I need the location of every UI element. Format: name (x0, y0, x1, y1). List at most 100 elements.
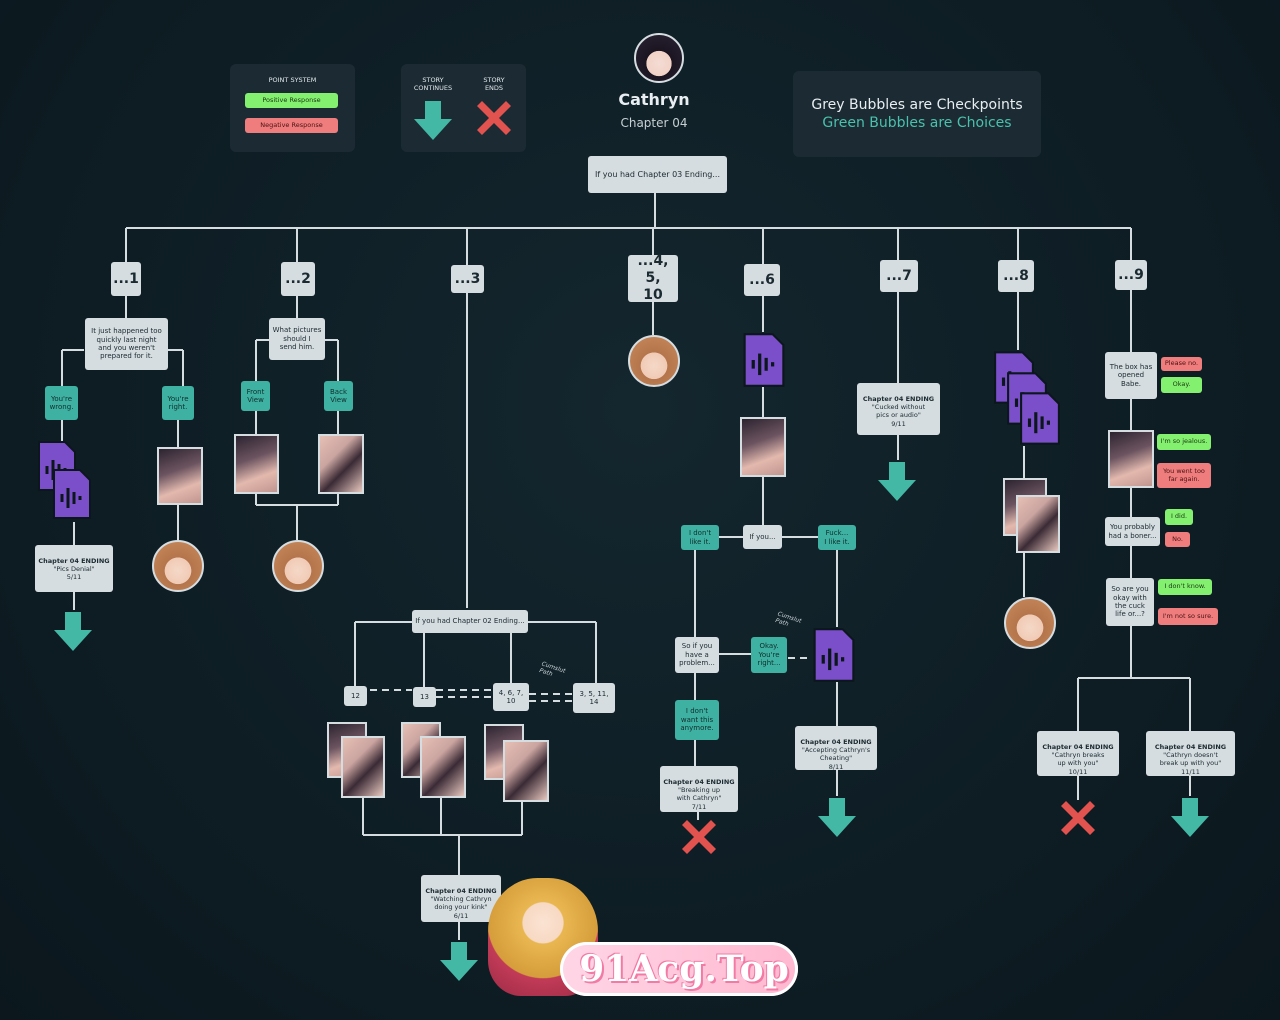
branch-1-label: ...1 (111, 262, 141, 296)
b8-audio-icon-3 (1020, 392, 1060, 445)
branch-3-label: ...3 (451, 265, 484, 293)
story-ends-title: STORY ENDS (483, 76, 505, 92)
grey-bubble-key: Grey Bubbles are Checkpoints (811, 97, 1023, 113)
b7-ending-title: Chapter 04 ENDING (862, 395, 935, 404)
b9-not-so-sure: I'm not so sure. (1158, 608, 1218, 625)
b2-front-photo (234, 434, 279, 494)
b6-if-you: If you... (743, 525, 782, 549)
b3-photo-13-b (420, 736, 466, 798)
b6-audio-icon (743, 333, 785, 387)
b3-option-4-6-7-10: 4, 6, 7, 10 (493, 683, 529, 711)
branch-7-label: ...7 (880, 260, 918, 292)
b2-girl-avatar (272, 540, 324, 592)
b9-ending-b-name: "Cathryn doesn't break up with you" (1159, 751, 1222, 768)
b9-ending-b-num: 11/11 (1181, 767, 1200, 776)
cathryn-avatar (634, 33, 684, 83)
b9-box-opened: The box has opened Babe. (1105, 352, 1157, 399)
b1-photo (157, 447, 203, 505)
b9-ending-a-name: "Cathryn breaks up with you" (1051, 751, 1105, 768)
b9-ending-a-title: Chapter 04 ENDING (1042, 743, 1114, 752)
b8-photo-b (1016, 495, 1060, 553)
b9-continue-arrow-icon (1171, 798, 1209, 837)
b3-sub-checkpoint: If you had Chapter 02 Ending... (412, 610, 528, 633)
b6-end-cross-icon (682, 820, 716, 854)
b3-photo-mix-b (503, 740, 549, 802)
b2-choice-back: Back View (324, 381, 353, 411)
b9-ending-a-num: 10/11 (1068, 767, 1088, 776)
story-continues-title: STORY CONTINUES (413, 76, 453, 92)
b7-continue-arrow-icon (878, 462, 916, 501)
b6-continue-arrow-icon (818, 798, 856, 837)
b3-ending-title: Chapter 04 ENDING (425, 887, 497, 896)
b2-back-photo (318, 434, 364, 494)
b1-ending: Chapter 04 ENDING"Pics Denial"5/11 (35, 545, 113, 592)
b6-ending-a-num: 7/11 (691, 802, 707, 811)
story-ends-cross-icon (477, 101, 511, 135)
branch-8-label: ...8 (998, 260, 1034, 292)
b6-choice-like: Fuck... I like it. (818, 525, 856, 550)
b6-choice-okay: Okay. You're right... (751, 637, 787, 673)
b7-ending: Chapter 04 ENDING"Cucked without pics or… (857, 383, 940, 435)
b6-ending-a-title: Chapter 04 ENDING (663, 778, 735, 787)
character-name: Cathryn (618, 90, 690, 109)
root-checkpoint: If you had Chapter 03 Ending... (588, 156, 727, 193)
b6-audio-icon-2 (813, 628, 855, 682)
bubble-key-panel (793, 71, 1041, 157)
point-system-panel (230, 64, 355, 152)
b1-choice-right: You're right. (162, 386, 194, 420)
story-continues-arrow-icon (414, 101, 452, 140)
b9-photo (1108, 430, 1154, 488)
b1-ending-title: Chapter 04 ENDING (38, 557, 110, 566)
b6-ending-b-num: 8/11 (828, 762, 844, 771)
b9-ending-b: Chapter 04 ENDING"Cathryn doesn't break … (1146, 731, 1235, 776)
b9-okay: Okay. (1161, 377, 1202, 393)
b2-question: What pictures should I send him. (269, 318, 325, 360)
b9-cuck-life-question: So are you okay with the cuck life or...… (1106, 578, 1154, 626)
b6-ending-a: Chapter 04 ENDING"Breaking up with Cathr… (660, 766, 738, 812)
b9-no: No. (1165, 532, 1190, 547)
b6-choice-dont-want: I don't want this anymore. (675, 700, 719, 740)
b1-ending-num: 5/11 (66, 573, 82, 582)
watermark-banner (560, 942, 798, 996)
b8-girl-avatar (1004, 597, 1056, 649)
green-bubble-key: Green Bubbles are Choices (822, 115, 1012, 131)
b7-ending-name: "Cucked without pics or audio" (871, 403, 926, 420)
b3-continue-arrow-icon (440, 942, 478, 981)
b3-option-3-5-11-14: 3, 5, 11, 14 (573, 683, 615, 713)
b7-ending-num: 9/11 (891, 419, 906, 428)
b3-option-12: 12 (344, 686, 367, 706)
b1-question: It just happened too quickly last night … (85, 318, 168, 370)
b1-audio-icon-2 (53, 469, 91, 519)
chapter-label: Chapter 04 (620, 116, 688, 130)
b9-i-did: I did. (1165, 509, 1193, 525)
b1-continue-arrow-icon (54, 612, 92, 651)
b6-choice-dislike: I don't like it. (681, 525, 719, 550)
b2-choice-front: Front View (241, 381, 270, 411)
branch-4-label: ...4, 5, 10 (628, 253, 678, 303)
b3-ending: Chapter 04 ENDING"Watching Cathryn doing… (421, 875, 501, 922)
b1-girl-avatar (152, 540, 204, 592)
b1-choice-wrong: You're wrong. (45, 386, 78, 420)
watermark-text: 91Acg.Top (579, 948, 789, 990)
point-system-title: POINT SYSTEM (268, 76, 317, 84)
b1-ending-name: "Pics Denial" (53, 565, 95, 574)
b9-had-boner: You probably had a boner... (1105, 517, 1160, 546)
negative-response-legend: Negative Response (245, 118, 338, 133)
b9-ending-b-title: Chapter 04 ENDING (1154, 743, 1227, 752)
b9-went-too-far: You went too far again. (1157, 463, 1211, 488)
b6-photo (740, 417, 786, 477)
branch-9-label: ...9 (1115, 260, 1147, 290)
b9-please-no: Please no. (1161, 357, 1202, 371)
b6-problem-question: So if you have a problem... (675, 637, 719, 673)
b9-dont-know: I don't know. (1158, 579, 1212, 595)
b6-ending-b: Chapter 04 ENDING"Accepting Cathryn's Ch… (795, 726, 877, 771)
b4-girl-avatar (628, 335, 680, 387)
b6-ending-b-name: "Accepting Cathryn's Cheating" (801, 746, 871, 763)
b3-ending-num: 6/11 (453, 911, 469, 920)
b6-ending-b-title: Chapter 04 ENDING (800, 738, 872, 747)
branch-6-label: ...6 (744, 264, 780, 296)
b9-so-jealous: I'm so jealous. (1157, 434, 1211, 450)
positive-response-legend: Positive Response (245, 93, 338, 108)
